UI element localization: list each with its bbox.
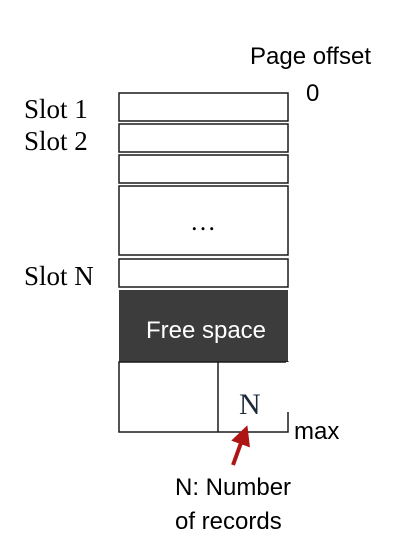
max-label: max: [294, 418, 339, 445]
slot-2-row: [118, 123, 289, 153]
slot-n-label: Slot N: [24, 261, 94, 291]
page-offset-label: Page offset: [250, 43, 371, 70]
slot-3-row: [118, 154, 289, 184]
annotation-arrow: [231, 425, 250, 466]
n-cell-label: N: [239, 388, 261, 421]
ellipsis-block: [118, 185, 289, 256]
slot-n-row: [118, 258, 289, 288]
slot-1-label: Slot 1: [24, 94, 88, 124]
slot-1-row: [118, 92, 289, 122]
annotation-line-1: N: Number: [175, 474, 291, 501]
records-area: [118, 361, 289, 433]
slot-2-label: Slot 2: [24, 126, 88, 156]
n-cell-right-cover: [286, 362, 292, 412]
free-space-block: [119, 290, 288, 362]
free-space-label: Free space: [146, 317, 266, 344]
annotation-line-2: of records: [175, 508, 282, 535]
offset-zero-label: 0: [306, 80, 319, 107]
ellipsis-text: …: [190, 207, 216, 236]
